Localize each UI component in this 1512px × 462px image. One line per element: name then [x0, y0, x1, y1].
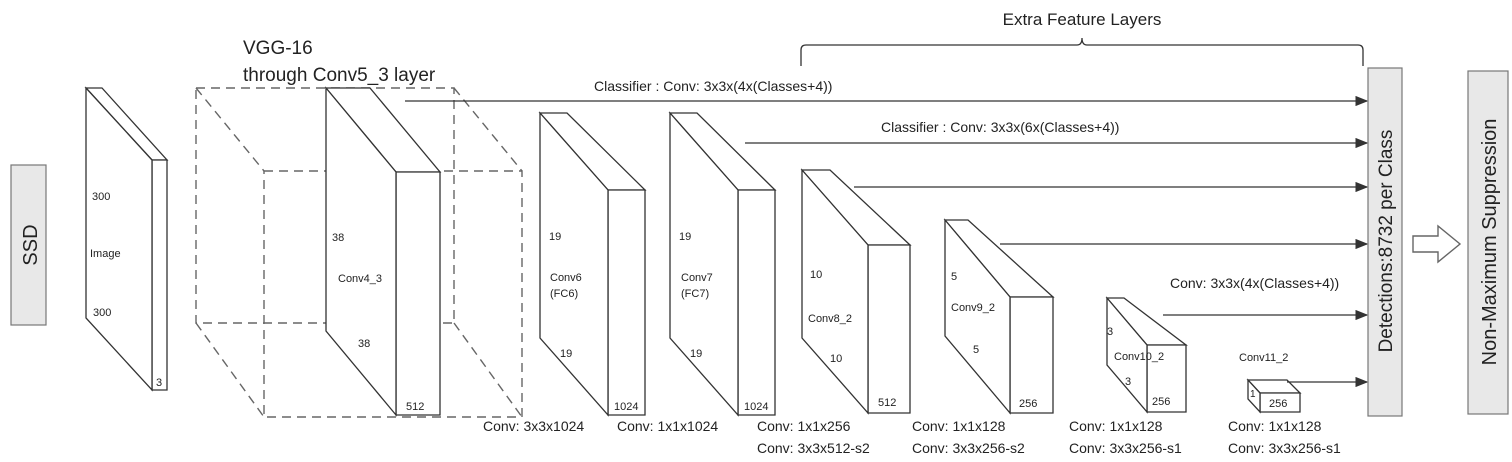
conv8-2-depth: 512	[878, 397, 896, 409]
nms-box: Non-Maximum Suppression	[1467, 70, 1509, 415]
conv7-label-line2: (FC7)	[681, 288, 709, 300]
conv9-2-width: 5	[973, 344, 979, 356]
conv7-depth: 1024	[744, 401, 768, 413]
conv4-3-block: 38 Conv4_3 38 512	[324, 86, 442, 417]
conv9-2-height: 5	[951, 271, 957, 283]
detections-label: Detections:8732 per Class	[1376, 130, 1397, 353]
conv7-height: 19	[679, 231, 691, 243]
caption-conv10-b: Conv: 3x3x256-s1	[1069, 440, 1182, 456]
conv8-2-label: Conv8_2	[808, 313, 852, 325]
classifier-label-3: Conv: 3x3x(4x(Classes+4))	[1170, 275, 1339, 291]
classifier-label-2: Classifier : Conv: 3x3x(6x(Classes+4))	[881, 119, 1119, 135]
conv11-2-block: Conv11_2 1 256	[1239, 352, 1302, 414]
conv7-block: 19 Conv7 (FC7) 19 1024	[668, 111, 777, 417]
image-height: 300	[92, 191, 110, 203]
conv11-2-label: Conv11_2	[1239, 352, 1288, 364]
conv6-label-line1: Conv6	[550, 272, 582, 284]
caption-conv8-a: Conv: 1x1x256	[757, 418, 851, 434]
conv6-block: 19 Conv6 (FC6) 19 1024	[538, 111, 647, 417]
detections-box: Detections:8732 per Class	[1367, 67, 1403, 417]
conv8-2-width: 10	[830, 353, 842, 365]
caption-conv11-b: Conv: 3x3x256-s1	[1228, 440, 1341, 456]
image-depth: 3	[156, 377, 162, 389]
conv7-width: 19	[690, 348, 702, 360]
caption-conv9-a: Conv: 1x1x128	[912, 418, 1006, 434]
image-block: 300 Image 300 3	[84, 86, 169, 392]
image-label: Image	[90, 248, 121, 260]
caption-conv11-a: Conv: 1x1x128	[1228, 418, 1322, 434]
caption-conv8-b: Conv: 3x3x512-s2	[757, 440, 870, 456]
caption-conv10-a: Conv: 1x1x128	[1069, 418, 1163, 434]
conv10-2-height: 3	[1107, 326, 1113, 338]
conv10-2-width: 3	[1125, 376, 1131, 388]
conv10-2-block: 3 Conv10_2 3 256	[1105, 296, 1188, 414]
nms-label: Non-Maximum Suppression	[1479, 119, 1501, 366]
conv9-2-label: Conv9_2	[951, 302, 995, 314]
extra-layers-title: Extra Feature Layers	[1003, 10, 1162, 29]
classifier-label-1: Classifier : Conv: 3x3x(4x(Classes+4))	[594, 78, 832, 94]
conv7-label-line1: Conv7	[681, 272, 713, 284]
nms-arrow-icon	[1412, 224, 1462, 264]
conv6-label-line2: (FC6)	[550, 288, 578, 300]
ssd-label: SSD	[20, 224, 42, 265]
conv4-3-label: Conv4_3	[338, 273, 382, 285]
conv4-3-width: 38	[358, 338, 370, 350]
caption-conv7: Conv: 1x1x1024	[617, 418, 718, 434]
caption-conv9-b: Conv: 3x3x256-s2	[912, 440, 1025, 456]
detection-arrows	[405, 95, 1369, 388]
image-width: 300	[93, 307, 111, 319]
conv8-2-block: 10 Conv8_2 10 512	[800, 168, 912, 415]
conv4-3-height: 38	[332, 232, 344, 244]
conv6-depth: 1024	[614, 401, 638, 413]
conv10-2-depth: 256	[1152, 396, 1170, 408]
caption-conv6: Conv: 3x3x1024	[483, 418, 584, 434]
conv9-2-block: 5 Conv9_2 5 256	[943, 218, 1055, 415]
conv11-2-height: 1	[1250, 389, 1256, 400]
vgg-title-line2: through Conv5_3 layer	[243, 65, 436, 86]
conv10-2-label: Conv10_2	[1114, 351, 1164, 363]
conv4-3-depth: 512	[406, 401, 424, 413]
conv6-height: 19	[549, 231, 561, 243]
extra-layers-brace	[800, 37, 1364, 66]
conv9-2-depth: 256	[1019, 398, 1037, 410]
conv6-width: 19	[560, 348, 572, 360]
conv11-2-depth: 256	[1269, 398, 1287, 410]
layer-captions: Conv: 3x3x1024 Conv: 1x1x1024 Conv: 1x1x…	[483, 418, 1341, 456]
vgg-dashed-cube	[195, 87, 523, 418]
conv8-2-height: 10	[810, 269, 822, 281]
vgg-title-line1: VGG-16	[243, 38, 313, 59]
ssd-box: SSD	[10, 164, 47, 326]
